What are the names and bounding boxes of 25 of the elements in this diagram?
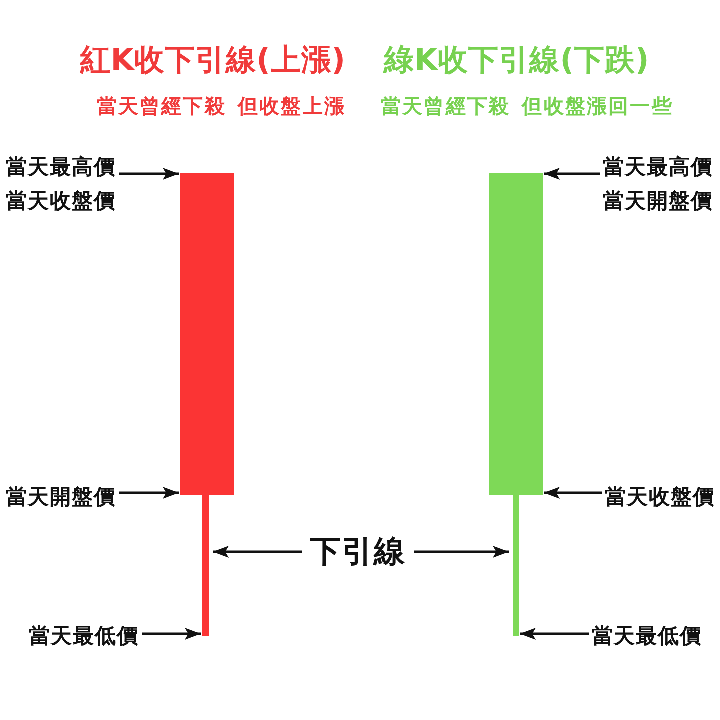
subheading: 當天曾經下殺 但收盤漲回一些 — [381, 94, 674, 118]
price-label: 當天開盤價 — [6, 484, 116, 510]
heading: 綠K收下引線(下跌) — [384, 43, 650, 79]
arrow — [213, 546, 302, 558]
leader-arrow — [119, 487, 179, 499]
leader-arrow — [544, 487, 602, 499]
price-label: 當天最高價 — [6, 154, 116, 180]
price-label: 當天開盤價 — [603, 188, 713, 214]
term-label: 下引線 — [310, 532, 406, 572]
price-label: 當天最高價 — [603, 154, 713, 180]
price-label: 當天收盤價 — [605, 484, 715, 510]
lower-wick — [202, 495, 209, 636]
leader-arrow — [142, 628, 201, 640]
price-label: 當天最低價 — [592, 623, 702, 649]
candle-body — [180, 173, 234, 495]
leader-arrow — [119, 168, 179, 180]
lower-wick — [513, 495, 519, 636]
leader-arrow — [544, 168, 600, 180]
price-label: 當天收盤價 — [6, 188, 116, 214]
arrow — [414, 546, 509, 558]
subheading: 當天曾經下殺 但收盤上漲 — [96, 94, 346, 118]
price-label: 當天最低價 — [29, 623, 139, 649]
leader-arrow — [520, 628, 589, 640]
candle-body — [489, 173, 543, 495]
heading: 紅K收下引線(上漲) — [80, 43, 346, 79]
